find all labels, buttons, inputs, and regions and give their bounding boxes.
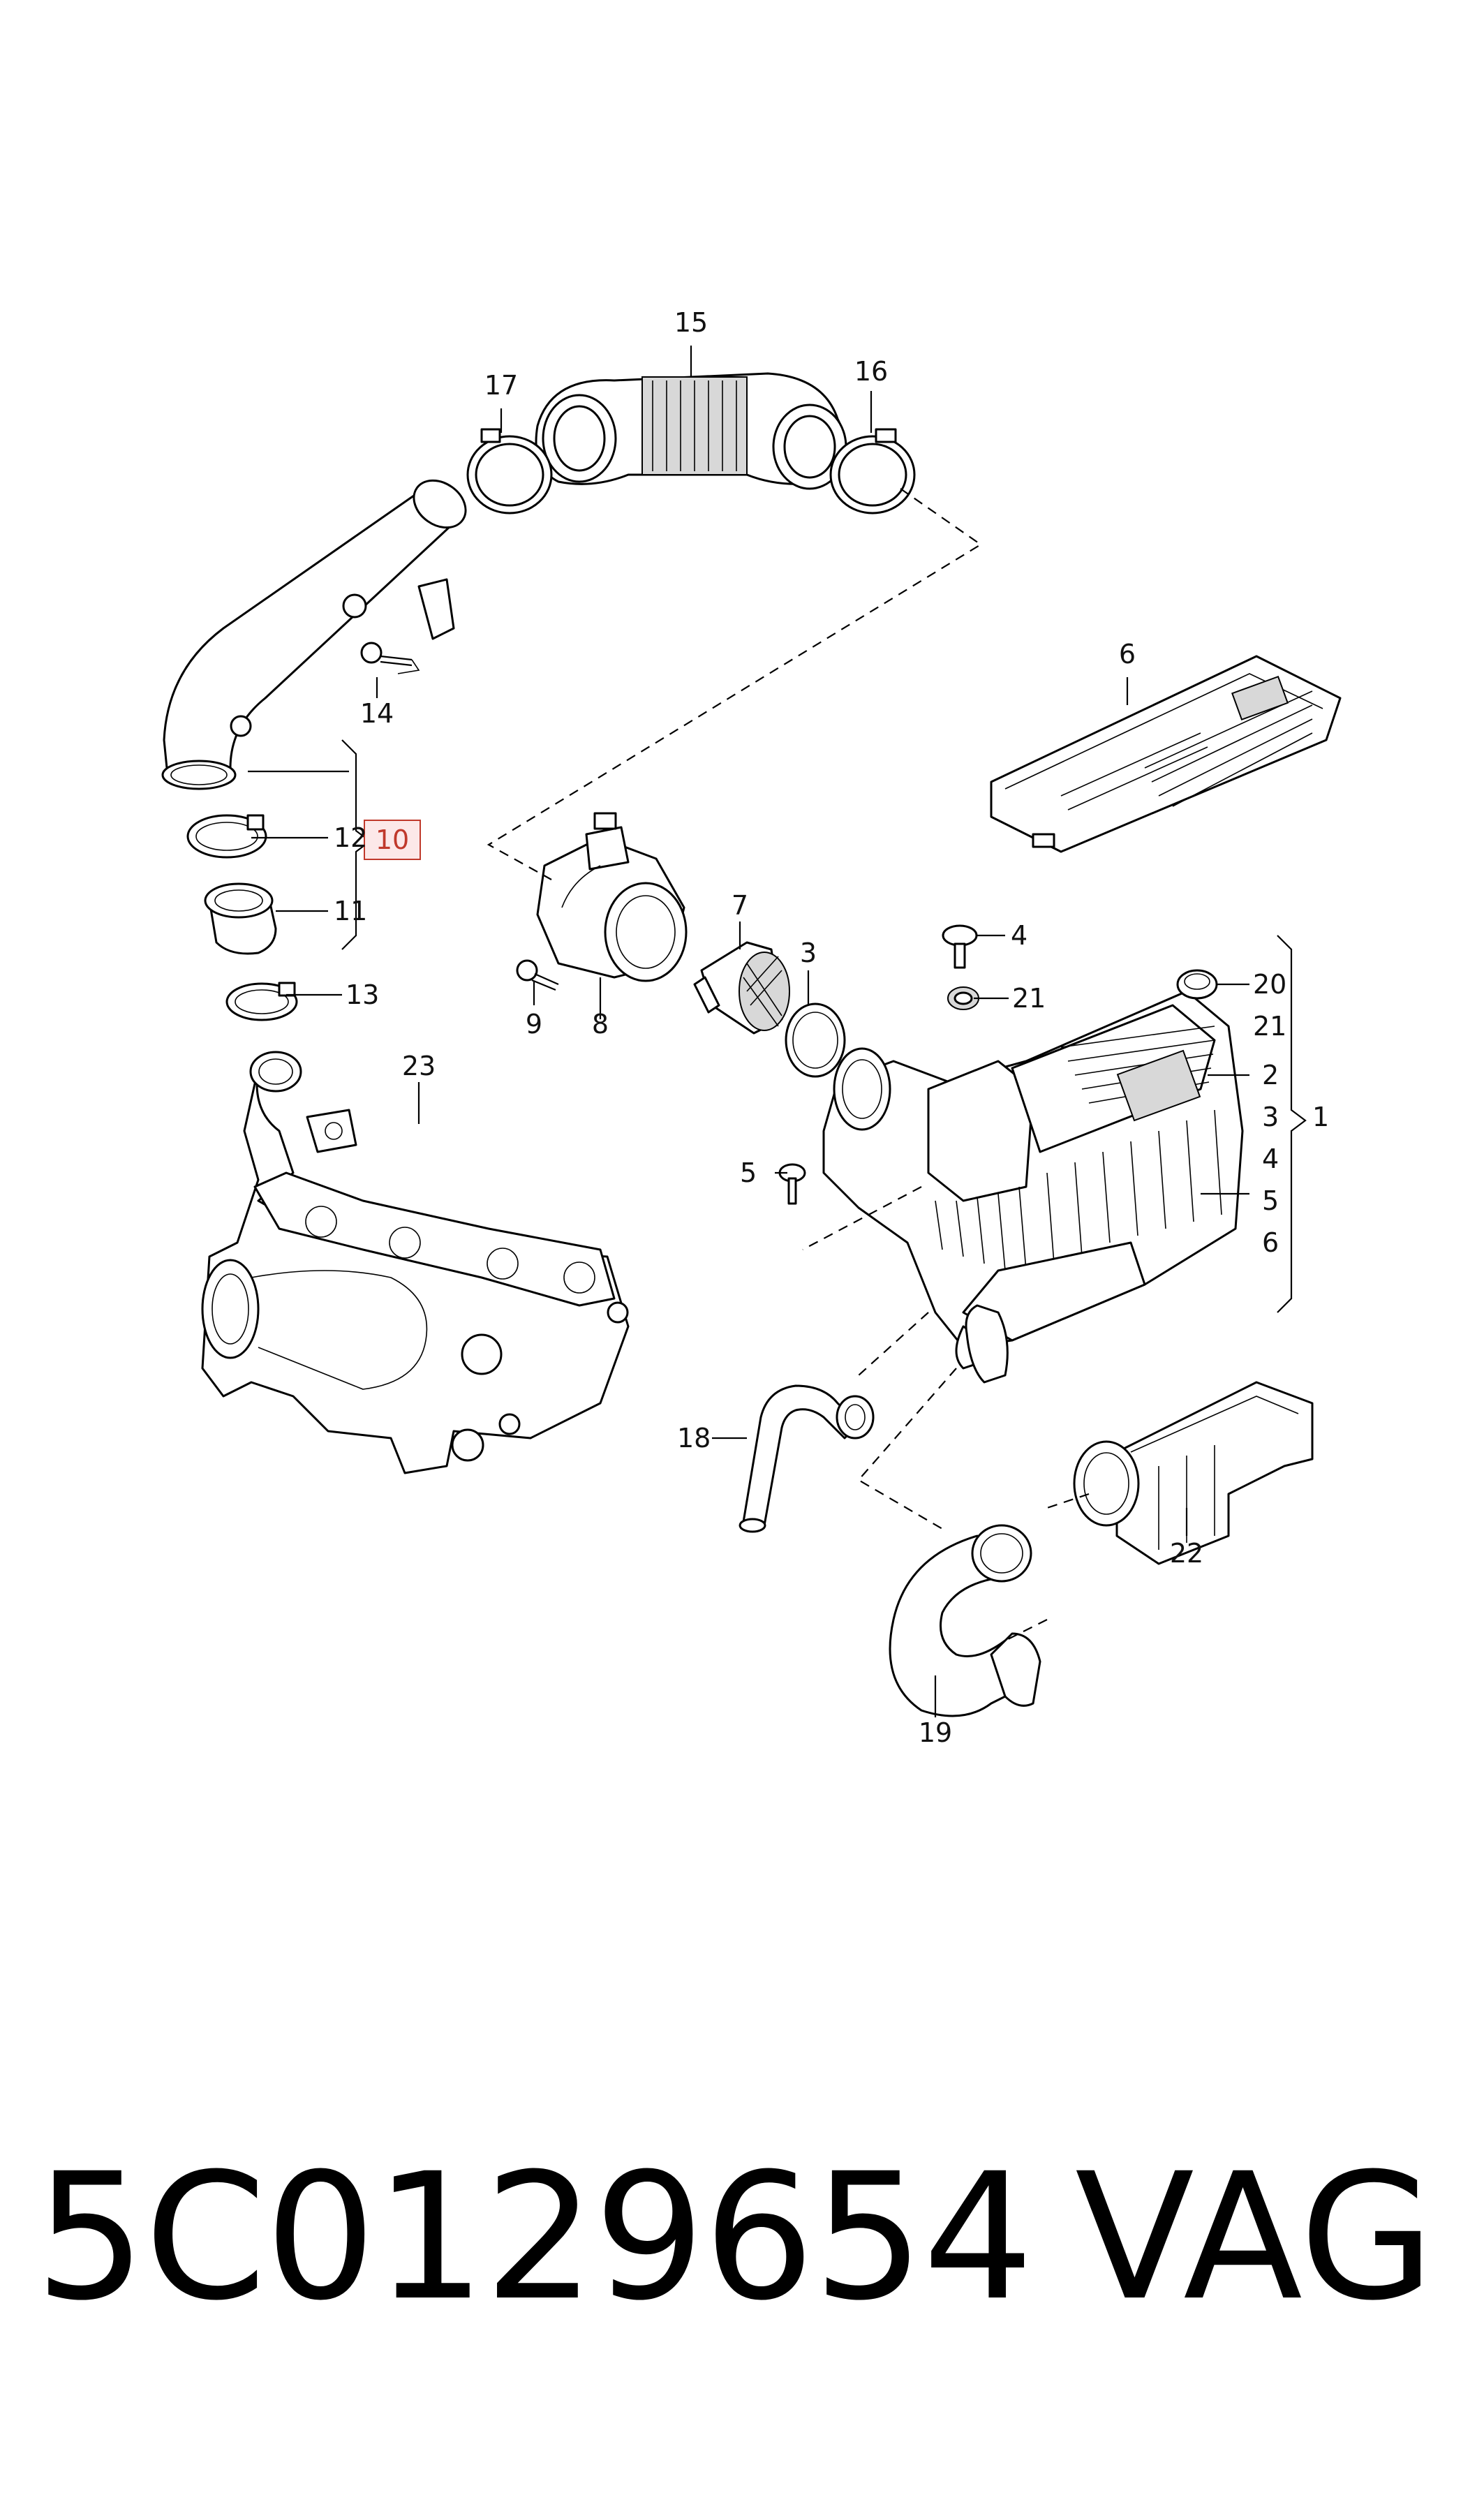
callout-5-list[interactable]: 5 xyxy=(1262,1185,1279,1216)
sensor-part-7[interactable] xyxy=(693,941,790,1035)
hose-part-19[interactable] xyxy=(889,1524,1041,1717)
brand-name: VAG xyxy=(1075,2136,1435,2339)
callout-9[interactable]: 9 xyxy=(526,1009,542,1039)
filter-element-part-6[interactable] xyxy=(990,655,1342,853)
clamp-part-17[interactable] xyxy=(466,428,553,515)
charge-air-pipe-part-10[interactable] xyxy=(161,471,475,790)
callout-4-list[interactable]: 4 xyxy=(1262,1144,1279,1174)
leader-lines xyxy=(248,346,1307,1717)
screw-part-5[interactable] xyxy=(778,1163,806,1205)
callout-21-list[interactable]: 21 xyxy=(1253,1011,1286,1042)
hose-part-18[interactable] xyxy=(739,1384,875,1533)
hose-part-11[interactable] xyxy=(204,882,277,955)
grommet-part-20[interactable] xyxy=(1176,969,1218,1000)
callout-8[interactable]: 8 xyxy=(592,1009,609,1039)
air-filter-housing-part-1[interactable] xyxy=(822,990,1244,1370)
intake-hose-part-15[interactable] xyxy=(535,372,847,490)
callout-21-grommet[interactable]: 21 xyxy=(1012,983,1046,1014)
callout-6-list[interactable]: 6 xyxy=(1262,1227,1279,1258)
highlight-box-10[interactable] xyxy=(364,820,421,860)
clamp-part-12[interactable] xyxy=(186,814,267,859)
clamp-part-13[interactable] xyxy=(225,982,298,1021)
callout-6-top[interactable]: 6 xyxy=(1119,639,1136,669)
callout-13[interactable]: 13 xyxy=(346,979,379,1010)
callout-2[interactable]: 2 xyxy=(1262,1060,1279,1090)
callout-7[interactable]: 7 xyxy=(732,890,748,921)
callout-1[interactable]: 1 xyxy=(1312,1102,1329,1132)
screw-part-4[interactable] xyxy=(942,924,978,969)
callout-labels: 15 17 16 6 14 12 10 11 13 23 9 8 7 3 4 2… xyxy=(334,307,1329,1748)
assembly-guide-lines xyxy=(487,488,1090,1641)
air-intake-part-22[interactable] xyxy=(1073,1381,1314,1565)
callout-18[interactable]: 18 xyxy=(677,1423,711,1453)
callout-10[interactable]: 10 xyxy=(376,824,409,855)
callout-3-ring[interactable]: 3 xyxy=(800,938,817,968)
callout-14[interactable]: 14 xyxy=(360,698,394,729)
screw-part-9[interactable] xyxy=(516,959,559,991)
o-ring-part-3[interactable] xyxy=(785,1002,846,1078)
grommet-part-21[interactable] xyxy=(947,986,979,1010)
callout-19[interactable]: 19 xyxy=(919,1717,952,1748)
air-mass-meter-part-8[interactable] xyxy=(536,812,688,982)
callout-12[interactable]: 12 xyxy=(334,822,367,853)
callout-3-list[interactable]: 3 xyxy=(1262,1102,1279,1132)
callout-15[interactable]: 15 xyxy=(674,307,708,338)
clamp-part-16[interactable] xyxy=(829,428,916,515)
callout-20[interactable]: 20 xyxy=(1253,969,1286,1000)
callout-23[interactable]: 23 xyxy=(402,1051,436,1081)
callout-11[interactable]: 11 xyxy=(334,896,367,926)
callout-16[interactable]: 16 xyxy=(854,356,888,387)
callout-5-screw[interactable]: 5 xyxy=(740,1157,757,1188)
callout-4-screw[interactable]: 4 xyxy=(1011,920,1027,951)
part-number: 5C0129654 xyxy=(35,2136,1034,2339)
callout-22[interactable]: 22 xyxy=(1170,1538,1203,1569)
duct-seal[interactable] xyxy=(965,1304,1009,1384)
callout-17[interactable]: 17 xyxy=(484,370,518,401)
bolt-part-14[interactable] xyxy=(360,642,420,674)
turbocharger-part-23[interactable] xyxy=(201,1051,630,1474)
